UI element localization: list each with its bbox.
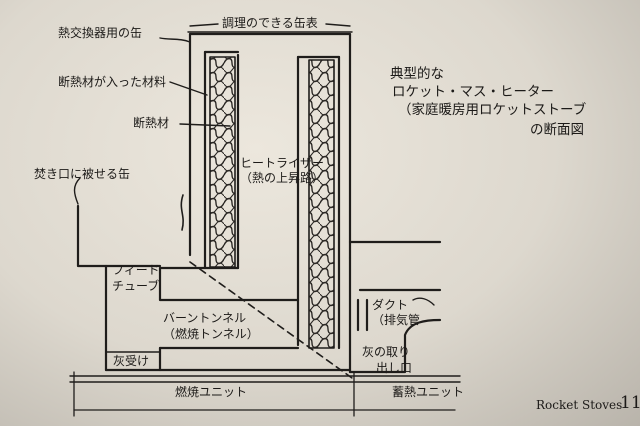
leader-surface-left [189, 23, 219, 27]
dimension-ticks [73, 371, 355, 417]
title-line-4: の断面図 [530, 122, 584, 138]
label-ash-receiver: 灰受け [113, 354, 150, 368]
label-insulated-material: 断熱材が入った材料 [58, 75, 167, 89]
duct-bend [348, 318, 442, 374]
label-fuel-can: 焚き口に被せる缶 [34, 167, 131, 181]
label-burn-tunnel: バーントンネル [163, 311, 247, 325]
label-storage-unit: 蓄熱ユニット [392, 385, 465, 399]
feed-tube [158, 266, 300, 302]
label-heat-riser-sub: （熱の上昇路） [240, 171, 325, 185]
label-ash-cleanout-1: 灰の取り [362, 345, 411, 359]
leader-surface-right [325, 23, 351, 27]
barrel-seam [180, 194, 184, 231]
fuel-can [76, 204, 108, 372]
title-line-1: 典型的な [390, 66, 444, 82]
riser-right-wall [296, 55, 341, 350]
ground-line [69, 375, 461, 383]
duct-wall [356, 298, 369, 332]
storage-unit [348, 240, 442, 374]
label-duct-sub: （排気管 [372, 313, 421, 327]
label-insulation: 断熱材 [133, 116, 170, 130]
riser-insulation-left [209, 56, 236, 268]
label-duct: ダクト [372, 298, 409, 312]
riser-insulation-right [308, 59, 335, 349]
leader-duct [412, 297, 435, 306]
title-line-2: ロケット・マス・ヒーター [392, 84, 554, 100]
riser-left-wall [203, 50, 240, 270]
leader-insulated [169, 81, 208, 96]
feed-channel [104, 264, 162, 372]
label-feed-tube-2: チューブ [112, 279, 160, 293]
title-line-3: （家庭暖房用ロケットストーブ [398, 102, 587, 118]
leader-heat-exchanger [159, 37, 191, 43]
page-number: 11 [620, 393, 640, 413]
label-combustion-unit: 燃焼ユニット [175, 385, 248, 399]
flame-path-dashed [189, 261, 353, 379]
label-heat-exchanger-can: 熱交換器用の缶 [58, 26, 143, 40]
barrel-outline [188, 32, 352, 260]
book-credit: Rocket Stoves [536, 398, 623, 412]
label-feed-tube-1: フィード [112, 263, 160, 277]
burn-tunnel-floor [158, 346, 352, 372]
leader-insulation [179, 123, 231, 127]
label-cookable-surface: 調理のできる缶表 [222, 16, 318, 30]
leader-fuel-can [73, 177, 81, 205]
label-heat-riser: ヒートライザー [240, 156, 325, 170]
label-ash-cleanout-2: 出し口 [376, 361, 413, 375]
label-burn-tunnel-sub: （燃焼トンネル） [163, 327, 259, 341]
